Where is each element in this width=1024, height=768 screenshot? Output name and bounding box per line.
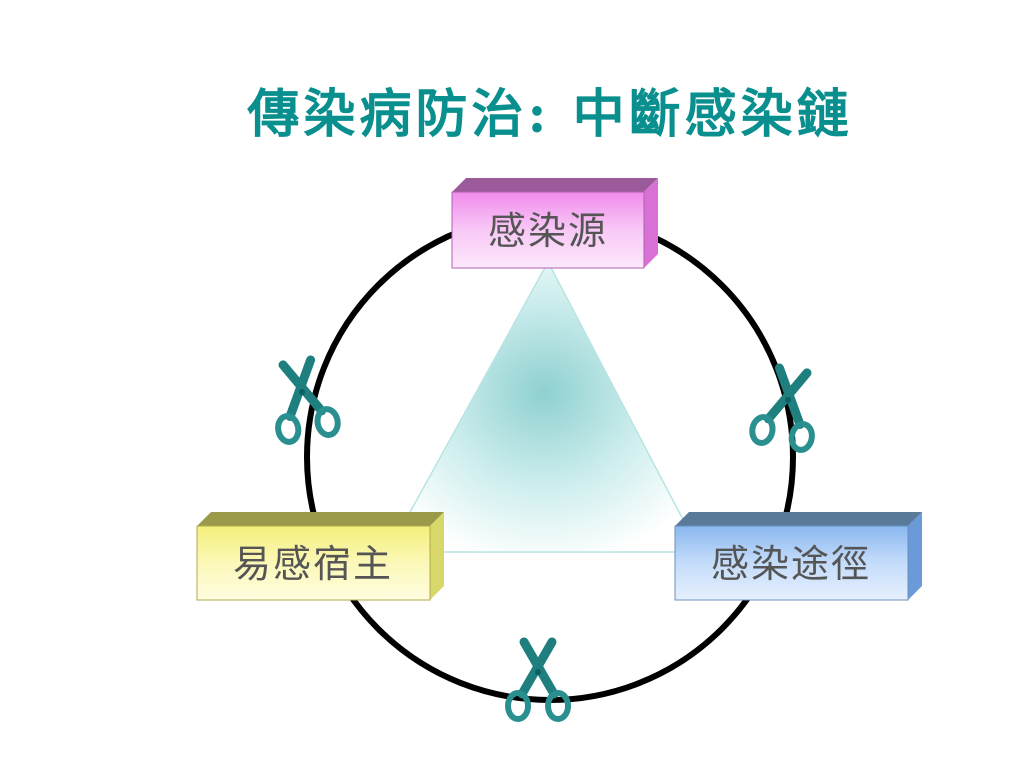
node-host: 易感宿主 [196,512,444,601]
scissors-icon [508,642,568,719]
scissors-icon [267,357,339,443]
chain-triangle [386,260,702,553]
node-source-label: 感染源 [488,209,608,253]
node-host-label: 易感宿主 [233,542,393,586]
node-route: 感染途徑 [674,512,922,601]
node-source: 感染源 [451,178,658,269]
node-route-label: 感染途徑 [711,542,871,586]
page-title: 傳染病防治: 中斷感染鏈 [247,84,853,145]
